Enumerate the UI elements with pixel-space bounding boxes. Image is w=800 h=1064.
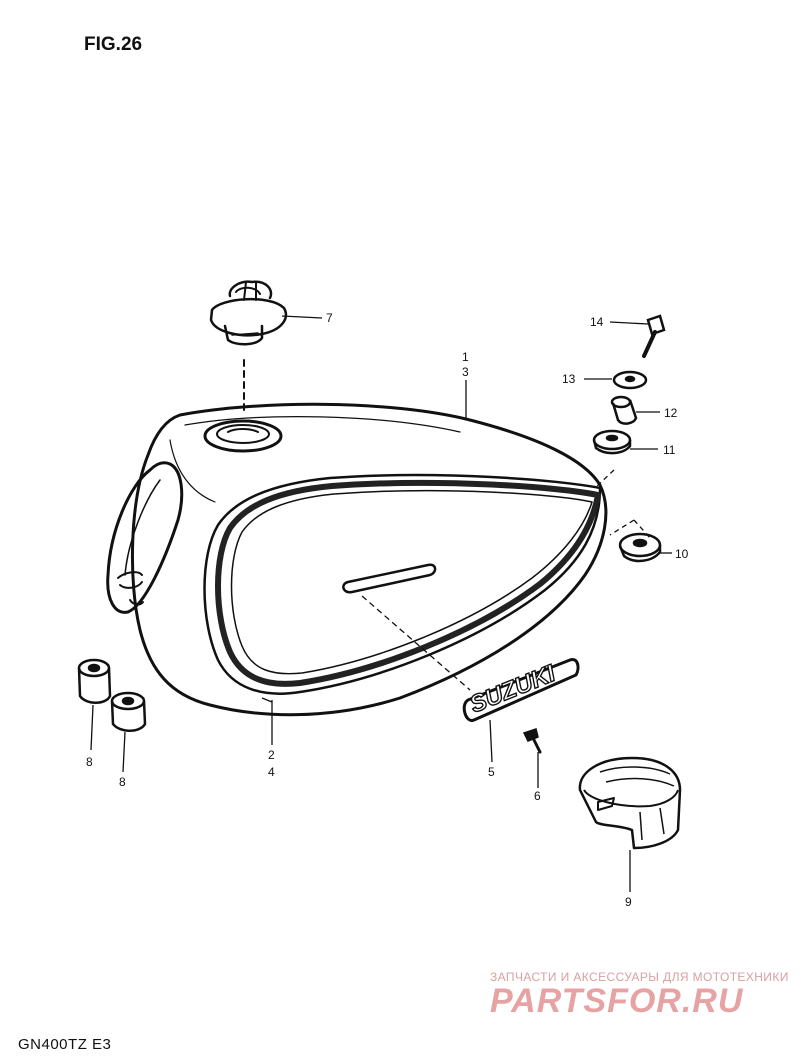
callout-5: 5 xyxy=(488,765,495,779)
washer xyxy=(612,370,648,390)
fuel-cap xyxy=(209,280,288,413)
leader-lines xyxy=(90,315,672,892)
cushion-rear-left xyxy=(77,658,112,704)
callout-1: 1 xyxy=(462,350,469,364)
cushion-rear-right xyxy=(110,691,147,732)
emblem-text: SUZUKI xyxy=(466,660,560,719)
tank-emblem: SUZUKI xyxy=(462,658,580,722)
callout-3: 3 xyxy=(462,365,469,379)
collar xyxy=(610,395,638,425)
callout-9: 9 xyxy=(625,895,632,909)
mounting-bolt xyxy=(642,314,666,358)
callout-numbers: 1 3 7 2 4 5 6 8 8 9 10 11 12 13 14 xyxy=(86,311,689,909)
callout-14: 14 xyxy=(590,315,604,329)
model-code: GN400TZ E3 xyxy=(18,1036,112,1053)
cushion-front xyxy=(618,532,662,563)
callout-2: 2 xyxy=(268,748,275,762)
watermark-caption: ЗАПЧАСТИ И АКСЕССУАРЫ ДЛЯ МОТОТЕХНИКИ xyxy=(490,970,789,984)
callout-13: 13 xyxy=(562,372,576,386)
cushion-upper xyxy=(592,429,632,455)
callout-11: 11 xyxy=(663,443,676,457)
fuel-tank xyxy=(106,402,608,717)
callout-8-right: 8 xyxy=(119,775,126,789)
callout-7: 7 xyxy=(326,311,333,325)
watermark-logo: PARTSFOR.RU xyxy=(490,982,744,1020)
callout-8-left: 8 xyxy=(86,755,93,769)
callout-6: 6 xyxy=(534,789,541,803)
figure-title: FIG.26 xyxy=(84,34,143,55)
callout-10: 10 xyxy=(675,547,689,561)
callout-12: 12 xyxy=(664,406,678,420)
rubber-cushion xyxy=(578,756,682,850)
emblem-screw xyxy=(522,728,542,754)
callout-4: 4 xyxy=(268,765,275,779)
